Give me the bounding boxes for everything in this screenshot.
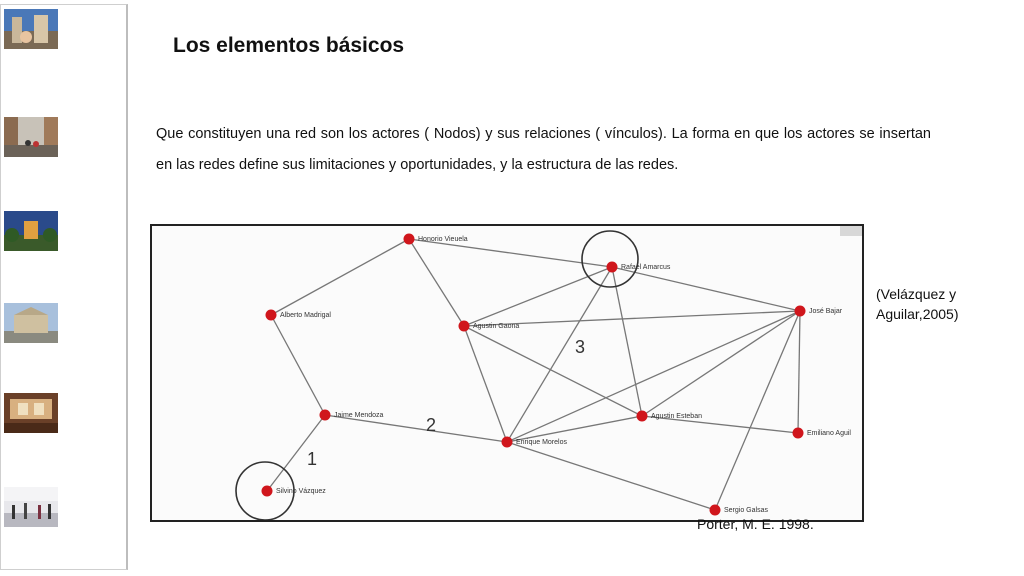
node-agustin_e [636, 410, 648, 422]
node-label-sergio: Sergio Galsas [724, 507, 768, 514]
edge-jose-enrique [506, 310, 801, 443]
edge-jose-agustin_e [641, 310, 801, 417]
citation-line-2: Aguilar,2005) [876, 306, 959, 322]
segment-label-2: 2 [426, 415, 436, 435]
edge-rafael-agustin_g [463, 266, 613, 327]
slide-thumbnail-panel[interactable] [0, 4, 128, 570]
slide-thumbnail-6[interactable] [4, 487, 58, 527]
node-label-jaime: Jaime Mendoza [334, 412, 384, 419]
slide-thumbnail-5[interactable] [4, 393, 58, 433]
figure-corner-mark [840, 226, 862, 236]
slide-body-text: Que constituyen una red son los actores … [156, 126, 931, 173]
slide-thumbnail-4[interactable] [4, 303, 58, 343]
highlight-circle-rafael [581, 230, 639, 288]
node-enrique [501, 436, 513, 448]
node-emiliano [792, 427, 804, 439]
edge-honorio-alberto [270, 238, 410, 316]
edge-jaime-enrique [324, 414, 508, 443]
highlight-circle-silvino [235, 461, 295, 520]
node-label-silvino: Silvino Vázquez [276, 488, 326, 495]
citation-line-1: (Velázquez y [876, 286, 957, 302]
segment-label-1: 1 [307, 449, 317, 469]
node-label-honorio: Honorio Vieuela [418, 236, 468, 243]
node-label-agustin_g: Agustin Gaona [473, 323, 519, 330]
node-jose [794, 305, 806, 317]
slide-thumbnail-3[interactable] [4, 211, 58, 251]
node-alberto [265, 309, 277, 321]
edge-honorio-rafael [408, 238, 613, 268]
slide-thumbnail-1[interactable] [4, 9, 58, 49]
slide-title: Los elementos básicos [173, 34, 405, 57]
node-silvino [261, 485, 273, 497]
edge-jaime-silvino [266, 414, 326, 492]
edge-rafael-jose [611, 266, 801, 312]
node-label-agustin_e: Agustin Esteban [651, 413, 702, 420]
edge-rafael-agustin_e [611, 266, 643, 417]
edge-agustin_g-jose [463, 310, 801, 327]
citation: (Velázquez y Aguilar,2005) [876, 284, 959, 324]
node-label-jose: José Bajar [809, 308, 843, 315]
edge-rafael-enrique [506, 266, 613, 443]
node-agustin_g [458, 320, 470, 332]
edge-agustin_e-emiliano [641, 415, 799, 434]
edge-alberto-jaime [270, 314, 326, 416]
node-label-alberto: Alberto Madrigal [280, 312, 331, 319]
edge-agustin_g-enrique [463, 325, 508, 443]
node-label-emiliano: Emiliano Aguil [807, 430, 851, 437]
node-label-rafael: Rafael Amarcus [621, 264, 671, 271]
node-honorio [403, 233, 415, 245]
segment-label-3: 3 [575, 337, 585, 357]
edge-enrique-sergio [506, 441, 716, 511]
node-jaime [319, 409, 331, 421]
edge-agustin_g-agustin_e [463, 325, 643, 417]
edge-honorio-agustin_g [408, 238, 465, 327]
node-sergio [709, 504, 721, 516]
source-citation: Porter, M. E. 1998. [697, 516, 814, 532]
edge-jose-sergio [714, 310, 801, 511]
edge-jose-emiliano [797, 310, 801, 434]
edge-agustin_e-enrique [506, 415, 643, 443]
node-rafael [606, 261, 618, 273]
slide-thumbnail-2[interactable] [4, 117, 58, 157]
node-label-enrique: Enrique Morelos [516, 439, 567, 446]
